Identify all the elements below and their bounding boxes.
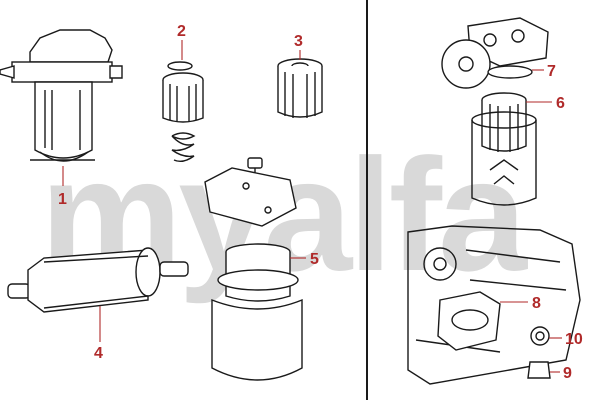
callout-5: 5 (310, 251, 319, 268)
callout-8: 8 (532, 295, 541, 312)
part-5-bracket-filter (204, 157, 303, 381)
callout-3: 3 (294, 33, 303, 50)
callout-10: 10 (565, 331, 583, 348)
part-3-cartridge (277, 58, 323, 118)
part-6-7-oil-filter-assembly (441, 17, 549, 206)
callout-6: 6 (556, 95, 565, 112)
callout-7: 7 (547, 63, 556, 80)
part-8-10-engine-assembly (407, 225, 581, 385)
callout-4: 4 (94, 345, 103, 362)
part-4-inline-fuel-filter (7, 247, 189, 313)
part-2-cartridge-with-spring (162, 61, 204, 163)
callout-9: 9 (563, 365, 572, 382)
callout-2: 2 (177, 23, 186, 40)
callout-1: 1 (58, 191, 67, 208)
part-1-fuel-filter-bowl (0, 29, 123, 162)
